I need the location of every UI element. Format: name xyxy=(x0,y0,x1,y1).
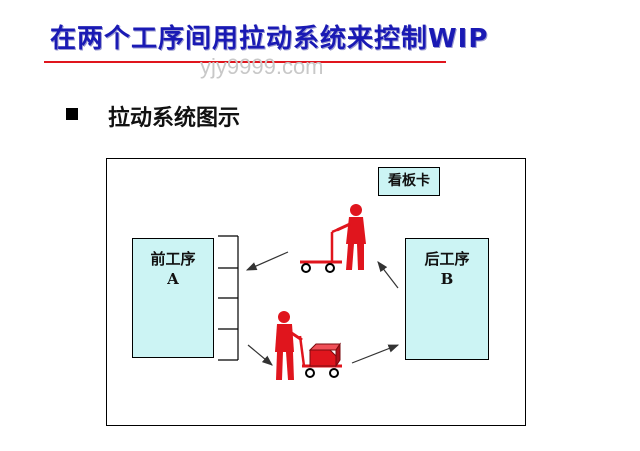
arrow-to-downstream xyxy=(351,344,400,364)
kanban-card-label: 看板卡 xyxy=(378,167,440,196)
upstream-process-name: 前工序 xyxy=(150,250,196,268)
downstream-process-letter: B xyxy=(440,270,454,288)
arrow-from-downstream xyxy=(377,261,399,289)
upstream-process-box: 前工序 A xyxy=(132,238,214,358)
arrow-from-upstream xyxy=(247,344,273,366)
watermark: yjy9999.com xyxy=(200,54,324,79)
slide-title: 在两个工序间用拉动系统来控制WIP xyxy=(50,24,489,54)
worker-empty-cart-icon xyxy=(300,204,366,273)
arrow-to-upstream xyxy=(245,251,289,271)
downstream-process-box: 后工序 B xyxy=(405,238,489,360)
bullet-heading: 拉动系统图示 xyxy=(108,106,241,131)
title-underline xyxy=(44,61,446,63)
bullet-square-icon xyxy=(66,108,78,120)
worker-loaded-cart-icon xyxy=(275,311,342,380)
diagram-frame xyxy=(106,158,526,426)
upstream-process-letter: A xyxy=(167,270,179,288)
kanban-post xyxy=(218,235,239,361)
downstream-process-name: 后工序 xyxy=(424,250,470,268)
